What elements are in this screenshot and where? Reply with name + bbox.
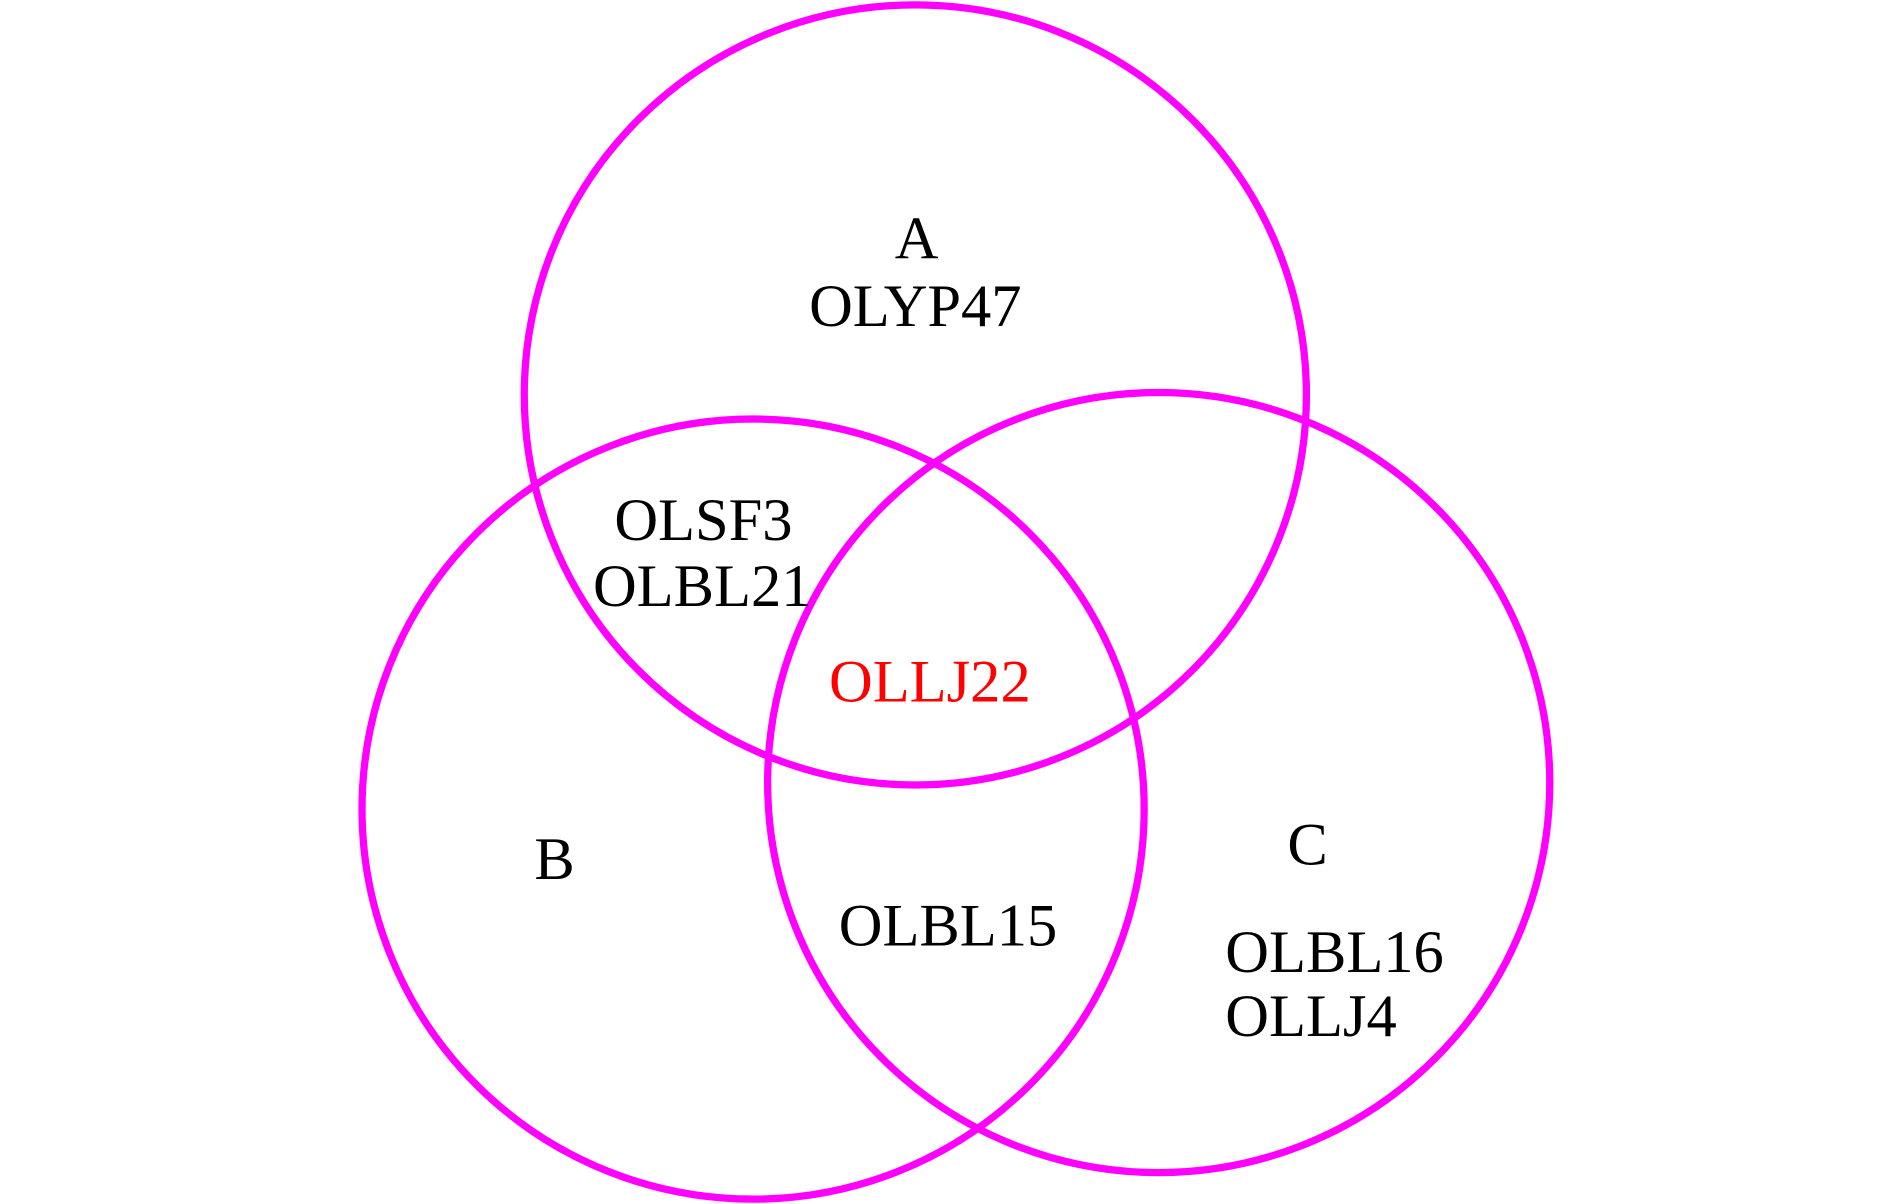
circle-a — [520, 1, 1311, 789]
circle-b — [358, 415, 1148, 1203]
abc-item: OLLJ22 — [829, 649, 1031, 716]
c-only-item: OLBL16 — [1225, 919, 1444, 986]
set-label-c: C — [1287, 812, 1327, 879]
a-only-item: OLYP47 — [809, 273, 1021, 340]
circle-c — [763, 388, 1554, 1177]
bc-item: OLBL15 — [839, 893, 1058, 960]
ab-item: OLBL21 — [593, 553, 812, 620]
c-only-item: OLLJ4 — [1225, 983, 1396, 1050]
set-label-b: B — [534, 826, 574, 893]
ab-item: OLSF3 — [614, 487, 792, 554]
set-label-a: A — [895, 206, 939, 273]
